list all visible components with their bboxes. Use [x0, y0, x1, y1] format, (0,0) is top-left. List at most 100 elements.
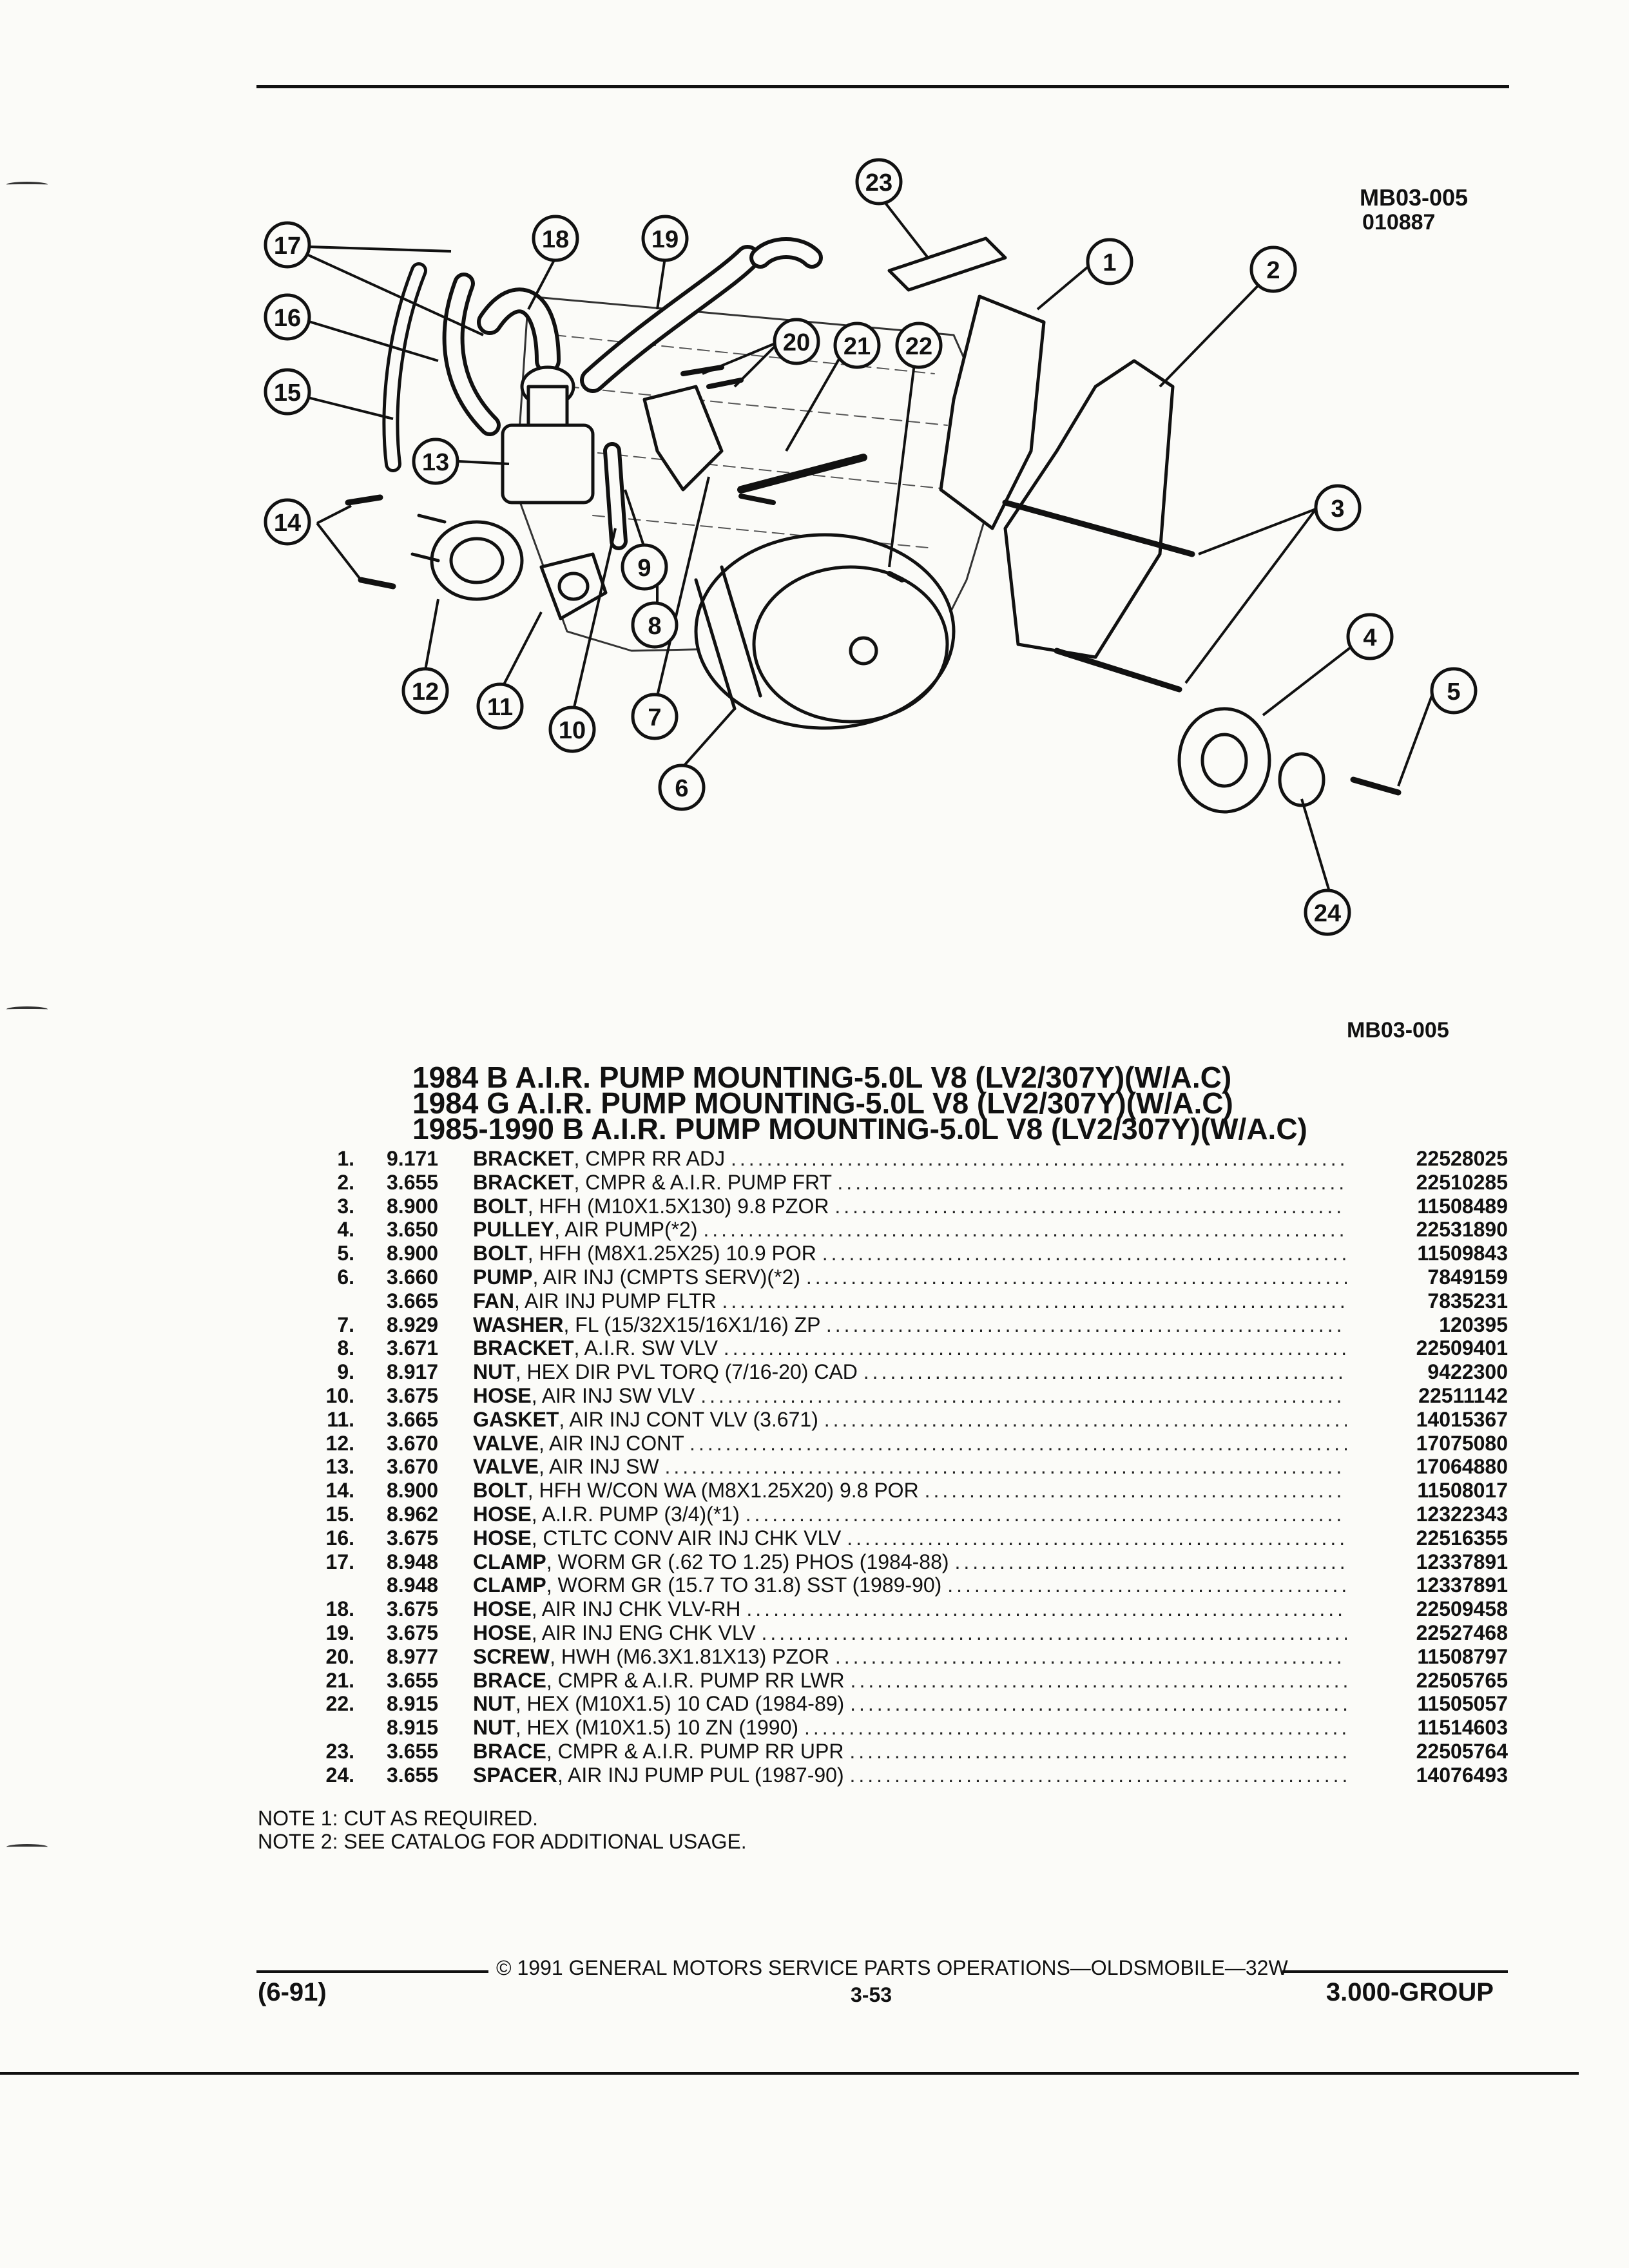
callout-4: 4: [1363, 624, 1376, 651]
part-number: 12.: [325, 1431, 354, 1455]
part-number: 6.: [337, 1265, 354, 1289]
callout-18: 18: [542, 226, 569, 253]
part-group: 8.929: [387, 1312, 439, 1336]
leader-dots: ........................................…: [703, 1218, 1347, 1242]
callout-10: 10: [559, 717, 586, 744]
callout-20-circle: [773, 318, 820, 365]
part-catalog-number: 12322343: [1416, 1502, 1508, 1526]
leader-dots: ........................................…: [700, 1383, 1347, 1407]
part-desc-text: , HEX (M10X1.5) 10 CAD (1984-89): [515, 1692, 845, 1716]
part-number: 20.: [325, 1644, 354, 1668]
part-group: 8.977: [387, 1644, 439, 1668]
callout-17: 17: [274, 233, 301, 260]
part-description: HOSE, CTLTC CONV AIR INJ CHK VLV .......…: [473, 1526, 1347, 1550]
bolt-3-upper-shape: [1002, 499, 1195, 557]
callout-19-circle: [641, 215, 689, 262]
leader-5: [1397, 695, 1433, 787]
bracket-1-shape: [939, 294, 1046, 530]
callout-7: 7: [648, 704, 661, 731]
part-number: 15.: [325, 1502, 354, 1526]
part-desc-text: , CTLTC CONV AIR INJ CHK VLV: [531, 1526, 842, 1550]
part-number: 24.: [325, 1763, 354, 1787]
leader-21: [785, 347, 847, 452]
part-number: 19.: [325, 1620, 354, 1644]
part-name: HOSE: [473, 1620, 532, 1644]
part-name: HOSE: [473, 1502, 532, 1526]
part-catalog-number: 22528025: [1416, 1147, 1508, 1170]
diagram-code-bottom: MB03-005: [1347, 1018, 1449, 1043]
part-catalog-number: 22510285: [1416, 1170, 1508, 1194]
part-catalog-number: 11505057: [1417, 1692, 1508, 1716]
part-name: CLAMP: [473, 1573, 546, 1597]
part-catalog-number: 14015367: [1416, 1407, 1508, 1431]
part-catalog-number: 22509401: [1416, 1336, 1508, 1360]
margin-mark-bottom: [6, 1844, 48, 1850]
callout-21: 21: [843, 333, 871, 360]
part-group: 3.675: [387, 1526, 439, 1550]
leader-dots: ........................................…: [824, 1407, 1347, 1431]
callout-18-circle: [532, 215, 579, 262]
callout-22: 22: [905, 333, 932, 360]
title-line-2: 1984 G A.I.R. PUMP MOUNTING-5.0L V8 (LV2…: [412, 1086, 1233, 1120]
leader-10: [572, 528, 617, 711]
part-catalog-number: 11514603: [1417, 1716, 1508, 1740]
callout-3-circle: [1314, 484, 1362, 532]
leader-dots: ........................................…: [805, 1265, 1347, 1289]
leader-22: [888, 347, 918, 568]
callout-8: 8: [648, 613, 661, 640]
part-description: BOLT, HFH (M10X1.5X130) 9.8 PZOR .......…: [473, 1195, 1347, 1218]
leader-23: [882, 198, 929, 259]
leader-dots: ........................................…: [924, 1479, 1347, 1503]
part-number: 18.: [325, 1597, 354, 1621]
part-desc-text: , HEX DIR PVL TORQ (7/16-20) CAD: [515, 1360, 858, 1384]
leader-16: [289, 314, 439, 362]
callout-9: 9: [637, 555, 651, 582]
part-description: BRACE, CMPR & A.I.R. PUMP RR UPR .......…: [473, 1740, 1347, 1763]
callout-24-circle: [1304, 889, 1351, 936]
part-group: 3.670: [387, 1455, 439, 1479]
part-catalog-number: 17075080: [1416, 1431, 1508, 1455]
part-number: 11.: [327, 1407, 354, 1431]
spacer-24-shape: [1278, 752, 1325, 807]
footer-revision: (6-91): [258, 1978, 327, 2006]
callout-19: 19: [651, 226, 679, 253]
part-description: HOSE, A.I.R. PUMP (3/4)(*1) ............…: [473, 1503, 1347, 1526]
part-group: 3.650: [387, 1218, 439, 1242]
bolt-3-lower-shape: [1054, 648, 1182, 693]
leader-6: [682, 707, 736, 768]
part-name: NUT: [473, 1360, 516, 1384]
callout-24: 24: [1314, 900, 1341, 927]
diagram-date-code: 010887: [1362, 210, 1436, 235]
part-description: HOSE, AIR INJ SW VLV ...................…: [473, 1384, 1347, 1408]
part-desc-text: , AIR INJ ENG CHK VLV: [531, 1620, 756, 1644]
part-desc-text: , AIR PUMP(*2): [554, 1218, 698, 1242]
part-catalog-number: 11508797: [1417, 1644, 1508, 1668]
part-catalog-number: 11508489: [1417, 1194, 1508, 1218]
part-description: NUT, HEX DIR PVL TORQ (7/16-20) CAD ....…: [473, 1360, 1347, 1384]
part-group: 8.900: [387, 1194, 439, 1218]
part-description: CLAMP, WORM GR (15.7 TO 31.8) SST (1989-…: [473, 1573, 1347, 1597]
leader-9: [624, 489, 646, 548]
leader-dots: ........................................…: [834, 1194, 1347, 1218]
part-description: HOSE, AIR INJ ENG CHK VLV ..............…: [473, 1621, 1347, 1645]
part-desc-text: , HFH (M8X1.25X25) 10.9 POR: [527, 1242, 816, 1265]
part-group: 8.915: [387, 1692, 439, 1716]
leader-20: [702, 340, 781, 388]
top-rule: [256, 85, 1509, 88]
leader-dots: ........................................…: [731, 1147, 1347, 1170]
part-description: CLAMP, WORM GR (.62 TO 1.25) PHOS (1984-…: [473, 1550, 1347, 1574]
part-catalog-number: 22511142: [1418, 1383, 1508, 1407]
part-name: HOSE: [473, 1383, 532, 1407]
part-name: VALVE: [473, 1431, 539, 1455]
part-desc-text: , FL (15/32X15/16X1/16) ZP: [563, 1312, 820, 1336]
part-description: NUT, HEX (M10X1.5) 10 CAD (1984-89) ....…: [473, 1692, 1347, 1716]
part-catalog-number: 120395: [1439, 1312, 1508, 1336]
